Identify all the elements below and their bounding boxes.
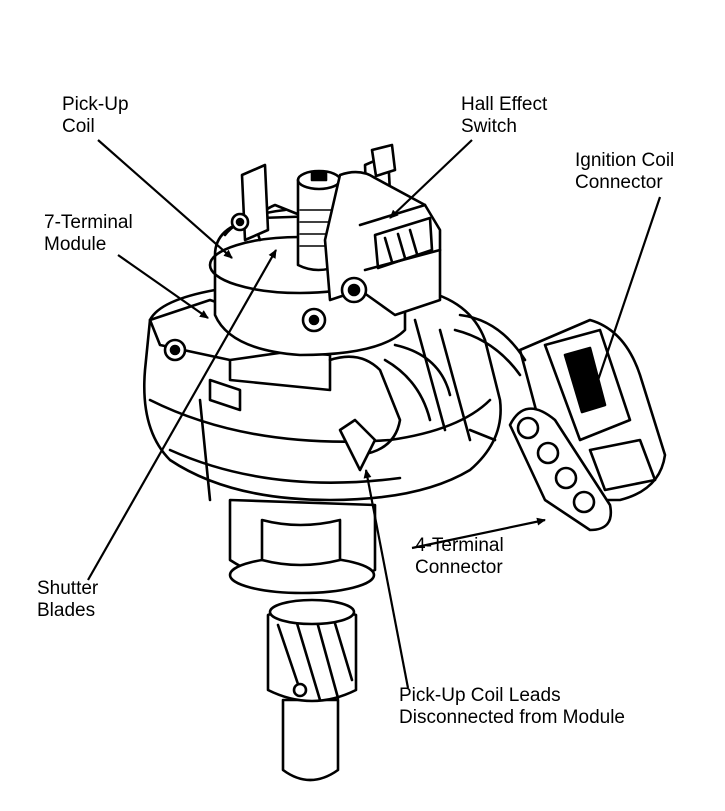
label-four-terminal-connector: 4-Terminal Connector: [415, 535, 504, 579]
connector-pin: [536, 441, 560, 465]
label-line: Module: [44, 234, 107, 255]
label-line: Switch: [461, 116, 517, 137]
mounting-bolt: [340, 276, 368, 304]
label-shutter-blades: Shutter Blades: [37, 578, 98, 622]
label-line: Blades: [37, 600, 96, 621]
connector-pin: [554, 466, 578, 490]
leader-four-terminal: [411, 517, 546, 550]
connector-pin: [516, 416, 540, 440]
label-pickup-coil: Pick-Up Coil: [62, 94, 129, 138]
label-line: Ignition Coil: [575, 150, 675, 171]
label-line: Disconnected from Module: [399, 707, 625, 728]
label-line: Hall Effect: [461, 94, 548, 115]
label-line: Connector: [575, 172, 663, 193]
label-pickup-coil-leads: Pick-Up Coil Leads Disconnected from Mod…: [399, 685, 625, 729]
label-line: Shutter: [37, 578, 99, 599]
leader-seven-terminal: [117, 254, 209, 319]
connector-pin: [572, 490, 596, 514]
leader-pickup-coil: [97, 139, 233, 259]
drive-shaft: [281, 698, 340, 782]
leader-hall-effect: [389, 139, 473, 219]
mounting-bolt: [230, 212, 250, 232]
label-line: Pick-Up: [62, 94, 129, 115]
label-hall-effect-switch: Hall Effect Switch: [461, 94, 547, 138]
label-line: Connector: [415, 557, 503, 578]
leader-pickup-leads: [363, 469, 410, 689]
leader-ignition-coil: [590, 196, 662, 399]
label-line: 7-Terminal: [44, 212, 133, 233]
drive-gear: [266, 598, 358, 703]
label-line: Coil: [62, 116, 95, 137]
label-line: 4-Terminal: [415, 535, 504, 556]
label-seven-terminal-module: 7-Terminal Module: [44, 212, 133, 256]
label-line: Pick-Up Coil Leads: [399, 685, 561, 706]
label-ignition-coil-connector: Ignition Coil Connector: [575, 150, 674, 194]
mounting-bolt: [301, 307, 327, 333]
leader-shutter-blades: [87, 249, 277, 581]
